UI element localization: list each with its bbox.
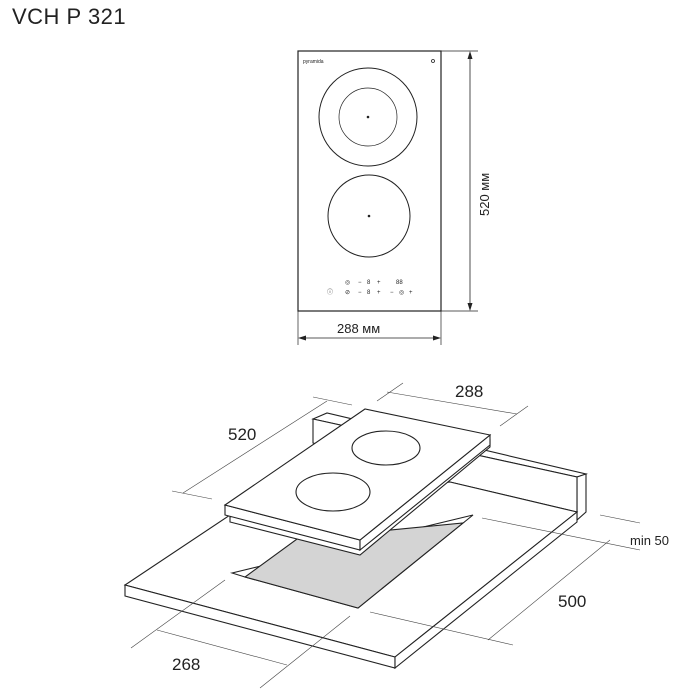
burner-large-inner [338,87,398,147]
plus-button: + [377,280,381,286]
burner-small [327,174,411,258]
timer-minus-button: − [390,290,394,296]
timer-display: 88 [396,280,403,286]
dimension-lines [130,382,641,689]
power-icon: ⓘ [327,288,333,296]
burner-front [295,472,371,512]
cutout-width-label: 268 [172,655,200,674]
brand-logo: pyramida [303,59,324,65]
clearance-label: min 50 [630,533,669,548]
display-digit: 8 [367,290,371,296]
hob-glass [223,408,492,541]
plus-button: + [377,290,381,296]
lock-icon: ⊘ [345,290,350,296]
burner-small-center [367,214,371,218]
minus-button: − [358,290,362,296]
timer-plus-button: + [409,290,413,296]
control-panel: ◎ − 8 + 88 ⓘ ⊘ − 8 + − ◎ + [327,280,413,296]
timer-icon: ◎ [399,290,404,296]
width-label: 288 мм [337,321,380,336]
hob-top-view: pyramida ◎ − 8 + 88 ⓘ ⊘ − 8 + − ◎ + 520 … [297,50,492,345]
timer-icon: ◎ [345,280,350,286]
cutout-depth-label: 500 [558,592,586,611]
burner-back [351,430,421,466]
burner-large-outer [318,67,418,167]
corner-symbol-icon [431,59,435,63]
burner-large-center [366,115,370,119]
minus-button: − [358,280,362,286]
cutout-opening [243,522,465,609]
hob-length-label: 520 [228,425,256,444]
display-digit: 8 [367,280,371,286]
hob-width-label: 288 [455,382,483,401]
hob-installation-isometric [123,408,589,670]
model-title: VCH P 321 [12,4,127,29]
hob-outline [297,50,442,312]
height-label: 520 мм [477,173,492,216]
